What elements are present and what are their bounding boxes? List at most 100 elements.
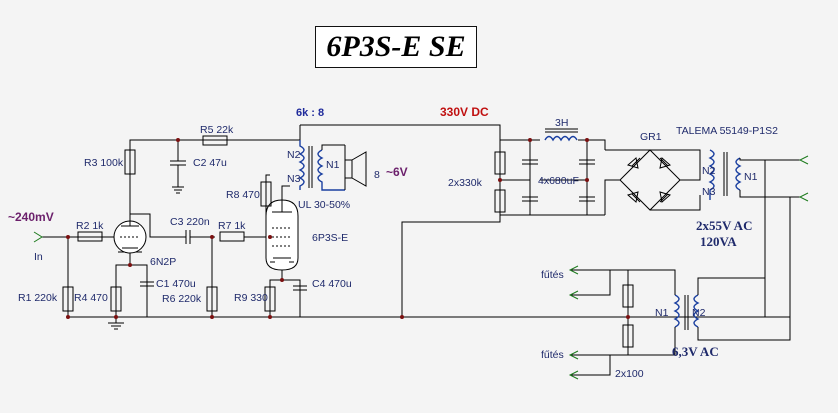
junction-dot (280, 278, 284, 282)
junction-dot (114, 315, 118, 319)
label-v2: 6P3S-E (312, 232, 348, 244)
heater-transformer-primary (693, 294, 700, 328)
junction-dot (268, 235, 272, 239)
bridge-diode-1 (626, 157, 641, 169)
label-n2-main: N2 (702, 165, 716, 177)
label-r6: R6 220k (162, 293, 202, 305)
c-filter-3 (579, 159, 595, 165)
junction-dot (585, 178, 589, 182)
ground-symbol (108, 317, 124, 330)
label-r-bleed: 2x330k (448, 177, 483, 189)
label-c3: C3 220n (170, 216, 210, 228)
label-n1-top: N1 (326, 159, 340, 171)
label-futes-2: fűtés (541, 349, 564, 361)
speaker-icon (344, 151, 367, 187)
label-gr1: GR1 (640, 131, 662, 143)
label-speaker: 8 (374, 169, 380, 181)
output-transformer-secondary (317, 149, 345, 191)
label-n3-top: N3 (287, 173, 301, 185)
label-heat-volt: 6,3V AC (672, 344, 719, 359)
r8-resistor (260, 181, 272, 207)
junction-dot (585, 138, 589, 142)
junction-dot (400, 315, 404, 319)
mains-transformer-primary (735, 157, 742, 191)
label-r4: R4 470 (74, 292, 108, 304)
label-n3-main: N3 (702, 186, 716, 198)
v2-tube-grids (272, 227, 292, 247)
label-ul: UL 30-50% (298, 199, 350, 211)
label-c2: C2 47u (193, 157, 227, 169)
choke-wire (578, 139, 606, 150)
junction-dot (626, 315, 630, 319)
junction-dot (210, 315, 214, 319)
heater-plug-icon (568, 265, 579, 380)
v2-tube-icon (265, 199, 299, 271)
v2-cathode-wire (269, 270, 301, 317)
c2-capacitor (170, 140, 186, 194)
r6-resistor (206, 286, 218, 312)
v2-plate-wire (281, 185, 290, 196)
mains-transformer-core (723, 152, 728, 196)
r3-resistor (124, 149, 136, 175)
bridge-diode-2 (659, 157, 672, 169)
label-ac-main-2: 120VA (700, 234, 737, 249)
label-r-hum: 2x100 (615, 368, 644, 380)
output-transformer-primary (298, 140, 305, 190)
page-title: 6P3S-E SE (326, 30, 466, 63)
r9-resistor (264, 286, 276, 312)
r2-resistor (77, 231, 103, 242)
label-n2-top: N2 (287, 149, 301, 161)
label-ac-main-1: 2x55V AC (696, 218, 752, 233)
junction-dot (128, 263, 132, 267)
label-r8: R8 470 (226, 189, 260, 201)
r5-resistor (202, 135, 228, 146)
heater-secondary-wires (570, 269, 676, 356)
v1-plate-to-c3 (129, 213, 186, 238)
choke-icon (544, 135, 578, 142)
input-jack-icon (33, 231, 43, 243)
label-ratio: 6k : 8 (296, 107, 324, 119)
bridge-wires (604, 149, 701, 215)
label-n1-main: N1 (744, 171, 758, 183)
r-hum-bottom (622, 324, 634, 348)
hv-rail (300, 124, 540, 141)
label-input-volt: ~240mV (8, 210, 54, 224)
speaker-wire (321, 144, 345, 150)
r4-resistor (110, 286, 122, 312)
label-c1: C1 470u (156, 278, 196, 290)
c-filter-1 (522, 159, 538, 165)
filter-bank-wires (499, 140, 605, 216)
label-c-filter: 4x680uF (538, 175, 579, 187)
mains-transformer-secondary (708, 149, 715, 200)
label-in: In (34, 251, 43, 263)
junction-dot (176, 138, 180, 142)
junction-dot (268, 315, 272, 319)
choke-core (545, 128, 578, 133)
label-out-volt: ~6V (386, 165, 408, 179)
hv-return-wire (401, 215, 501, 317)
v1-cathode-wire (115, 253, 148, 317)
label-n1-heat: N1 (655, 307, 669, 319)
heater-transformer-core (684, 295, 689, 330)
label-n2-heat: N2 (692, 307, 706, 319)
r-bleed-bottom (494, 189, 506, 213)
label-futes-1: fűtés (541, 269, 564, 281)
r-hum-top (622, 284, 634, 308)
heater-out-wires (570, 270, 611, 376)
bridge-diode-4 (659, 191, 672, 203)
c-filter-2 (522, 196, 538, 202)
junction-dot (210, 235, 214, 239)
r3-wire (129, 139, 300, 214)
junction-dot (66, 235, 70, 239)
mains-wires (739, 158, 800, 317)
v2-tube-plate (272, 196, 292, 213)
c-filter-4 (579, 196, 595, 202)
junction-dot (498, 178, 502, 182)
label-c4: C4 470u (312, 278, 352, 290)
junction-dot (528, 138, 532, 142)
title-box: 6P3S-E SE (315, 26, 477, 68)
label-hv: 330V DC (440, 105, 489, 119)
label-xfmr-main: TALEMA 55149-P1S2 (676, 125, 778, 137)
v2-screen-wire (265, 174, 270, 228)
